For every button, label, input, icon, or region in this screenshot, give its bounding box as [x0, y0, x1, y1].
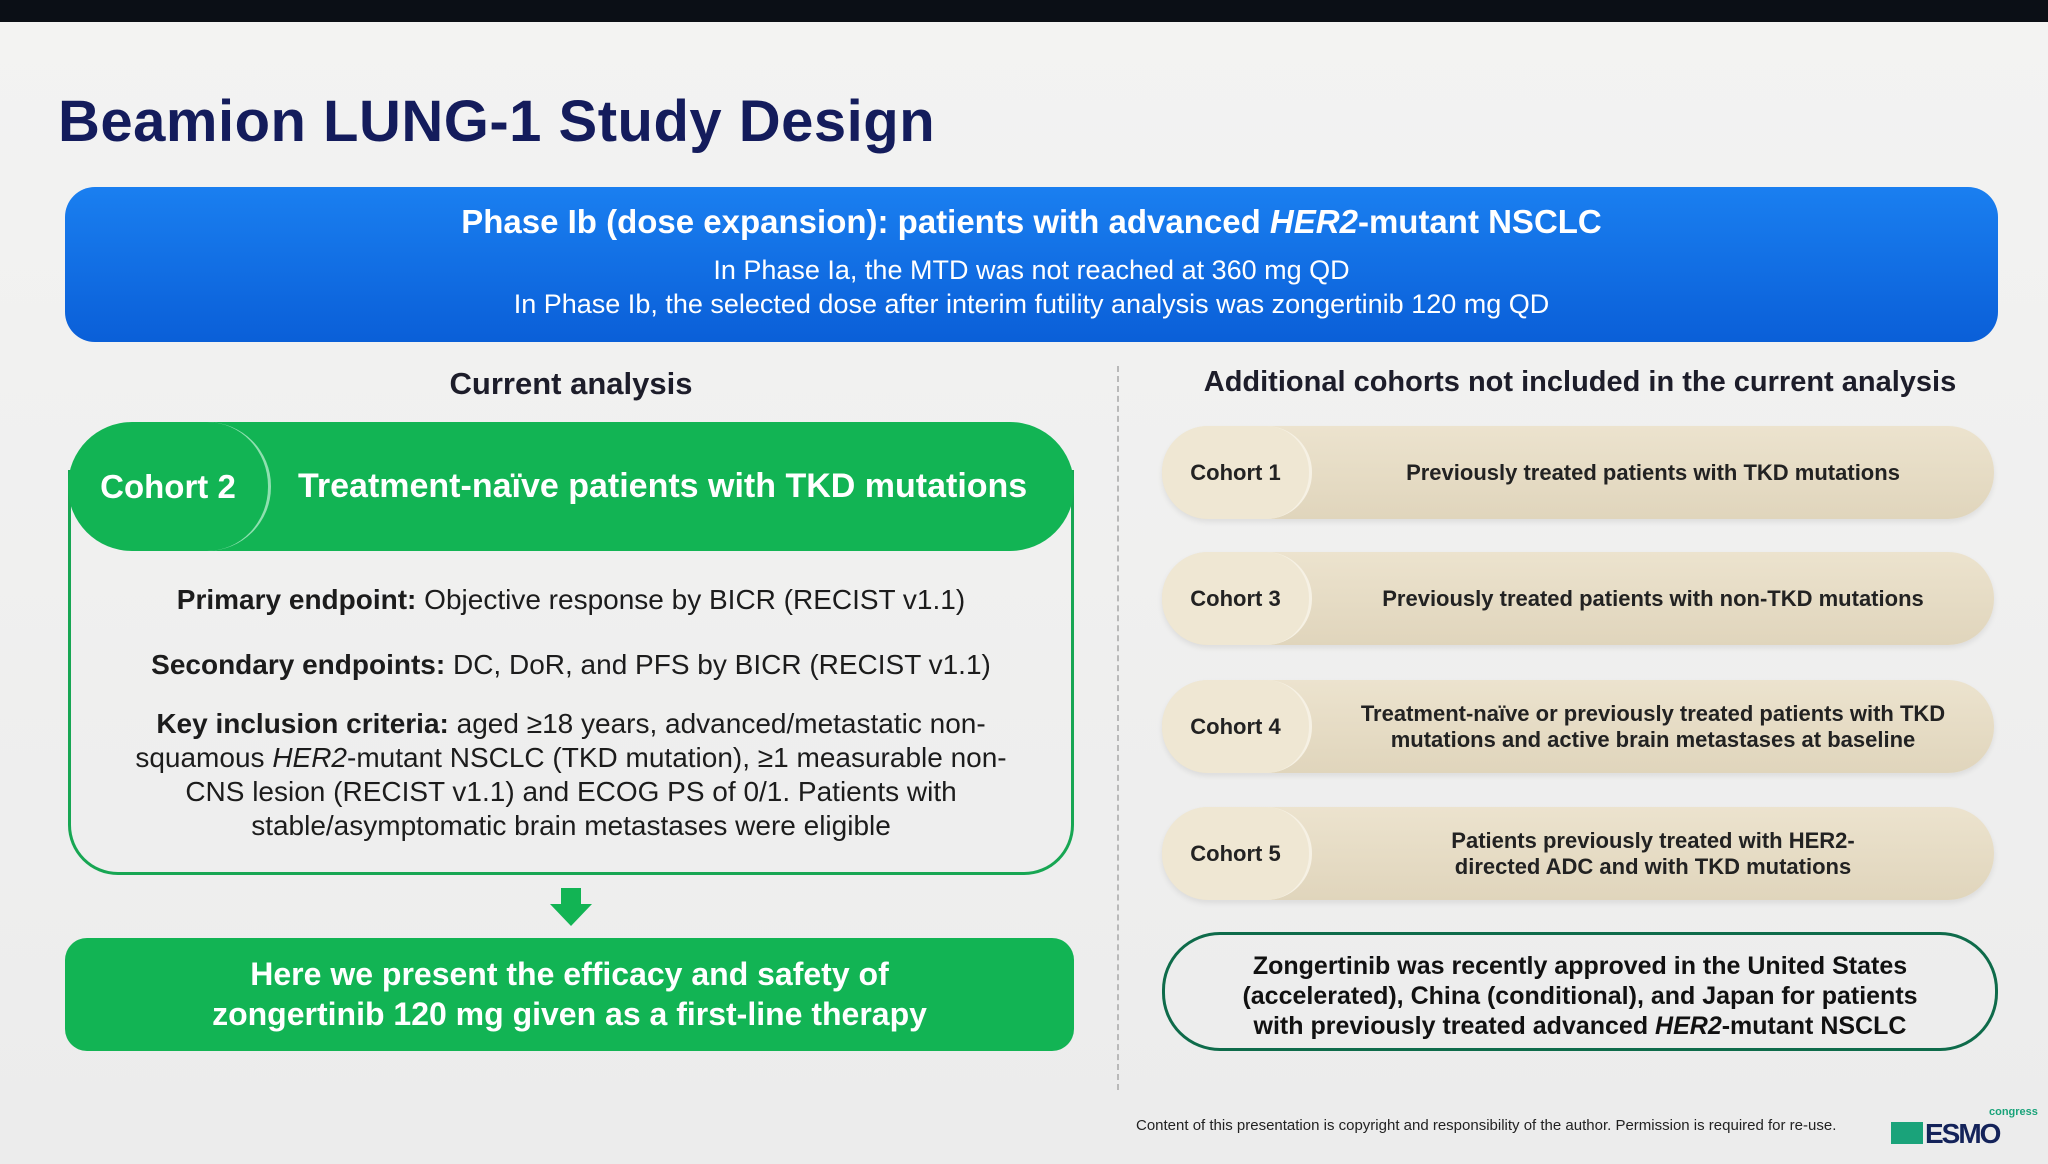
inclusion-label: Key inclusion criteria: [156, 708, 449, 739]
conclusion-box: Here we present the efficacy and safety … [65, 938, 1074, 1051]
primary-text: Objective response by BICR (RECIST v1.1) [416, 584, 966, 615]
page-title: Beamion LUNG-1 Study Design [58, 89, 936, 154]
cohort-text: Previously treated patients with non-TKD… [1382, 585, 1924, 611]
cohort-row: Cohort 5 Patients previously treated with… [1162, 807, 1994, 900]
banner-line-1: In Phase Ia, the MTD was not reached at … [713, 255, 1350, 285]
divider [1117, 366, 1119, 1090]
cohort-row: Cohort 3 Previously treated patients with… [1162, 552, 1994, 645]
current-analysis-heading: Current analysis [449, 366, 693, 401]
cohort-2-label: Cohort 2 [68, 422, 271, 551]
banner-heading: Phase Ib (dose expansion): patients with… [65, 203, 1998, 241]
inclusion-criteria: Key inclusion criteria: aged ≥18 years, … [120, 707, 1022, 843]
note-suffix: -mutant NSCLC [1721, 1012, 1907, 1040]
arrow-down-icon [550, 888, 592, 926]
cohort-label: Cohort 4 [1162, 680, 1312, 773]
note-text: Zongertinib was recently approved in the… [1242, 952, 1918, 1040]
logo-text: ESMO [1925, 1118, 2001, 1149]
approval-note: Zongertinib was recently approved in the… [1162, 932, 1998, 1051]
inclusion-text-2: -mutant NSCLC (TKD mutation), ≥1 measura… [185, 742, 1007, 841]
banner-heading-text: Phase Ib (dose expansion): patients with… [461, 203, 1270, 240]
logo-sup: congress [1989, 1106, 2038, 1118]
secondary-text: DC, DoR, and PFS by BICR (RECIST v1.1) [445, 649, 991, 680]
copyright-footer: Content of this presentation is copyrigh… [1136, 1117, 1837, 1134]
cohort-text: Patients previously treated with HER2-di… [1451, 827, 1855, 879]
conclusion-line-2: zongertinib 120 mg given as a first-line… [212, 996, 927, 1032]
banner-heading-suffix: -mutant NSCLC [1357, 203, 1602, 240]
banner-heading-gene: HER2 [1269, 203, 1358, 240]
phase-banner: Phase Ib (dose expansion): patients with… [65, 187, 1998, 342]
note-gene: HER2 [1655, 1012, 1722, 1040]
conclusion-line-1: Here we present the efficacy and safety … [250, 956, 889, 992]
inclusion-gene: HER2 [272, 742, 348, 773]
cohort-2-text: Treatment-naïve patients with TKD mutati… [298, 467, 1028, 505]
cohort-label: Cohort 5 [1162, 807, 1312, 900]
cohort-row: Cohort 1 Previously treated patients with… [1162, 426, 1994, 519]
banner-line-2: In Phase Ib, the selected dose after int… [513, 289, 1550, 319]
cohort-row: Cohort 4 Treatment-naïve or previously tr… [1162, 680, 1994, 773]
additional-cohorts-heading: Additional cohorts not included in the c… [1203, 366, 1957, 398]
inclusion-text: aged ≥18 years, advanced/metastatic non-… [135, 708, 986, 773]
esmo-logo: ESMO congress [1891, 1106, 2038, 1149]
primary-endpoint: Primary endpoint: Objective response by … [100, 583, 1042, 617]
cohort-2-box [68, 470, 1074, 875]
cohort-label: Cohort 3 [1162, 552, 1312, 645]
cohort-label: Cohort 1 [1162, 426, 1312, 519]
cohort-text: Treatment-naïve or previously treated pa… [1360, 700, 1946, 752]
cohort-text: Previously treated patients with TKD mut… [1406, 459, 1900, 485]
cohort-2-pill: Cohort 2 Treatment-naïve patients with T… [68, 422, 1074, 551]
primary-label: Primary endpoint: [176, 584, 417, 615]
secondary-label: Secondary endpoints: [151, 649, 446, 680]
secondary-endpoints: Secondary endpoints: DC, DoR, and PFS by… [100, 648, 1042, 682]
